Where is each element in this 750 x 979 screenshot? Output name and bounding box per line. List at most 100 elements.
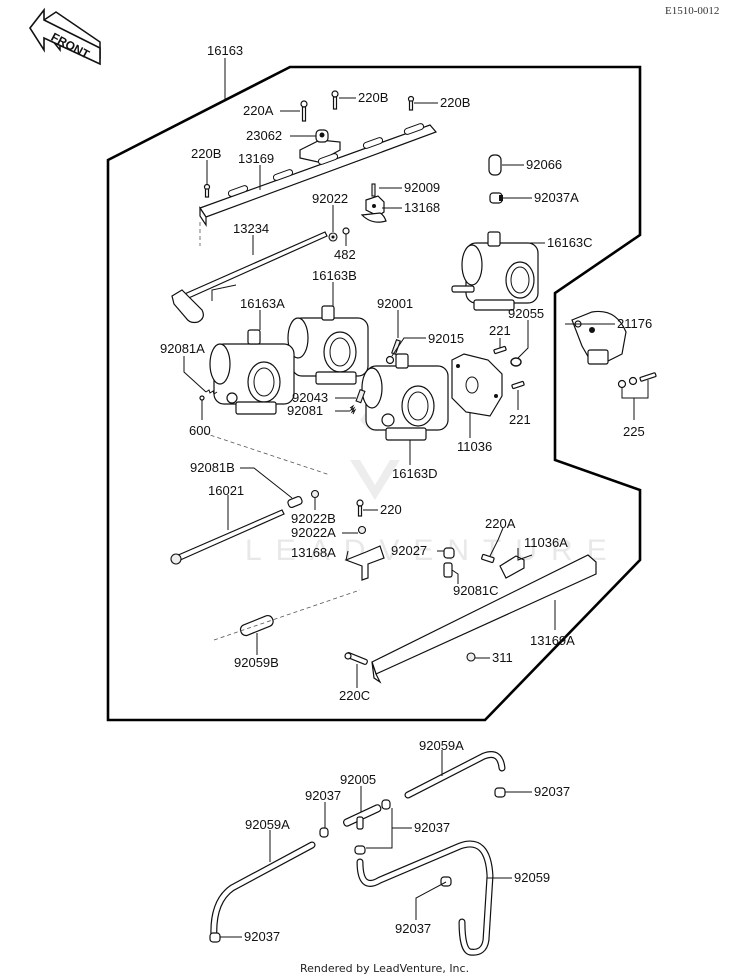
- washer-92022a-icon: [357, 525, 367, 535]
- part-label[interactable]: 92055: [508, 306, 544, 321]
- shaft-16021-icon: [170, 509, 285, 565]
- part-label[interactable]: 92037A: [534, 190, 579, 205]
- part-label[interactable]: 220B: [191, 146, 221, 161]
- clamp-92037-icon: [440, 876, 452, 887]
- front-arrow-icon: FRONT: [29, 7, 101, 66]
- part-label[interactable]: 220A: [243, 103, 274, 118]
- part-label[interactable]: 13169A: [530, 633, 575, 648]
- bracket-13168a-icon: [344, 545, 385, 581]
- part-label[interactable]: 16163B: [312, 268, 357, 283]
- diagram-code: E1510-0012: [665, 5, 719, 17]
- throttle-body-16163c-icon: [451, 231, 539, 311]
- part-label[interactable]: 13168A: [291, 545, 336, 560]
- nut-482-icon: [342, 227, 350, 235]
- rail-13169a-icon: [371, 554, 597, 684]
- part-label[interactable]: 13169: [238, 151, 274, 166]
- throttle-body-16163d-icon: [361, 353, 449, 441]
- part-label[interactable]: 13168: [404, 200, 440, 215]
- cap-92066-icon: [488, 154, 502, 176]
- part-label[interactable]: 220B: [440, 95, 470, 110]
- part-label[interactable]: 92037: [395, 921, 431, 936]
- part-label[interactable]: 92022: [312, 191, 348, 206]
- part-label[interactable]: 482: [334, 247, 356, 262]
- t-joint-92005-icon: [342, 804, 382, 830]
- part-label[interactable]: 23062: [246, 128, 282, 143]
- throttle-body-16163a-icon: [209, 329, 295, 415]
- part-label[interactable]: 92043: [292, 390, 328, 405]
- screw-220c-icon: [344, 652, 368, 665]
- part-label[interactable]: 16163C: [547, 235, 593, 250]
- part-label[interactable]: 92059B: [234, 655, 279, 670]
- part-label[interactable]: 11036: [457, 439, 492, 454]
- part-label[interactable]: 92009: [404, 180, 440, 195]
- nut-92022b-icon: [310, 489, 320, 499]
- bracket-11036a-icon: [499, 555, 525, 579]
- spring-92081a-icon: [205, 389, 218, 395]
- part-label[interactable]: 92066: [526, 157, 562, 172]
- part-label[interactable]: 16021: [208, 483, 244, 498]
- screw-220b-icon: [203, 183, 211, 198]
- hose-92059a-upper-icon: [404, 751, 506, 799]
- part-label[interactable]: 92022B: [291, 511, 336, 526]
- part-label[interactable]: 92022A: [291, 525, 336, 540]
- spring-92081-icon: [349, 404, 357, 415]
- part-label[interactable]: 92037: [305, 788, 341, 803]
- clamp-92037-icon: [354, 845, 366, 855]
- screw-225-icon: [617, 372, 657, 389]
- nut-311-icon: [466, 652, 476, 662]
- part-label[interactable]: 92059A: [245, 817, 290, 832]
- assembly-border: [106, 65, 642, 722]
- screw-221-icon: [493, 345, 507, 355]
- part-label[interactable]: 311: [492, 650, 513, 665]
- screw-92009-icon: [371, 183, 376, 197]
- screw-220b-icon: [331, 90, 339, 110]
- screw-220-icon: [356, 499, 364, 517]
- clamp-92037-icon: [209, 932, 221, 943]
- part-label[interactable]: 92037: [534, 784, 570, 799]
- part-label[interactable]: 92081B: [190, 460, 235, 475]
- fuel-rail-13169-icon: [199, 123, 438, 227]
- part-label[interactable]: 221: [509, 412, 531, 427]
- part-label[interactable]: 92037: [244, 929, 280, 944]
- part-label[interactable]: 220A: [485, 516, 516, 531]
- part-label[interactable]: 16163A: [240, 296, 285, 311]
- pin-600-icon: [199, 395, 205, 401]
- part-label[interactable]: 600: [189, 423, 211, 438]
- part-label[interactable]: 16163D: [392, 466, 438, 481]
- screw-221-icon: [511, 380, 525, 390]
- part-label[interactable]: 220B: [358, 90, 388, 105]
- part-label[interactable]: 92027: [391, 543, 427, 558]
- part-label[interactable]: 225: [623, 424, 645, 439]
- part-label[interactable]: 92001: [377, 296, 413, 311]
- clamp-92037a-icon: [489, 192, 503, 204]
- part-label[interactable]: 11036A: [524, 535, 568, 550]
- part-label[interactable]: 220C: [339, 688, 370, 703]
- part-label[interactable]: 220: [380, 502, 402, 517]
- part-label[interactable]: 92059A: [419, 738, 464, 753]
- part-label[interactable]: 92015: [428, 331, 464, 346]
- part-label[interactable]: 92005: [340, 772, 376, 787]
- part-label[interactable]: 221: [489, 323, 511, 338]
- part-label[interactable]: 92037: [414, 820, 450, 835]
- throttle-body-16163b-icon: [287, 305, 369, 385]
- screw-220a-lower-icon: [481, 553, 495, 564]
- clamp-92037-icon: [319, 827, 329, 838]
- part-label[interactable]: 92081: [287, 403, 323, 418]
- spring-92081c-icon: [443, 562, 453, 578]
- part-label[interactable]: 92081A: [160, 341, 205, 356]
- footer-credit: Rendered by LeadVenture, Inc.: [300, 962, 469, 975]
- part-label[interactable]: 21176: [617, 316, 652, 331]
- part-label[interactable]: 92059: [514, 870, 550, 885]
- screw-220b-icon: [407, 95, 415, 111]
- watermark-text: LEADVENTURE: [245, 534, 621, 567]
- leader-lines: [183, 97, 649, 938]
- cap-92027-icon: [443, 547, 455, 559]
- screw-92001-icon: [391, 339, 401, 355]
- part-label[interactable]: 92081C: [453, 583, 499, 598]
- hose-92059a-lower-icon: [210, 841, 316, 942]
- screw-92043-icon: [355, 388, 366, 404]
- o-ring-92055-icon: [510, 357, 522, 367]
- throttle-shaft-13234-icon: [171, 231, 328, 324]
- part-label[interactable]: 13234: [233, 221, 269, 236]
